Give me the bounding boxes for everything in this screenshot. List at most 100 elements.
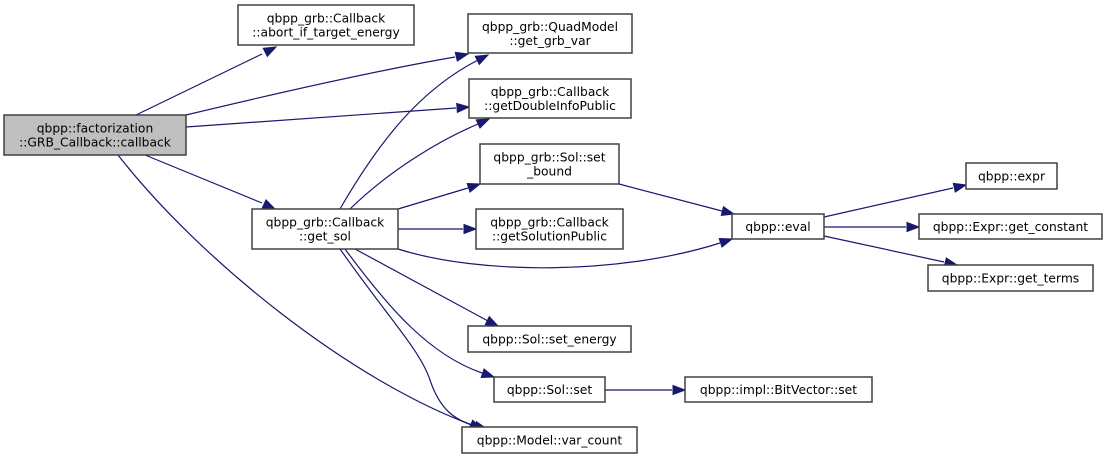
nodes-layer: qbpp::factorization::GRB_Callback::callb… (3, 4, 1103, 454)
arrowhead-icon (952, 182, 968, 193)
arrowhead-icon (261, 199, 277, 210)
node-callback[interactable]: qbpp::factorization::GRB_Callback::callb… (3, 114, 187, 156)
node-box[interactable] (927, 264, 1094, 292)
arrowhead-icon (456, 102, 471, 114)
edge-line (185, 56, 456, 116)
node-label-line: qbpp::factorization (37, 122, 154, 136)
node-sol-set[interactable]: qbpp::Sol::set (493, 376, 606, 403)
arrowhead-icon (480, 368, 496, 379)
node-box[interactable] (3, 114, 187, 156)
node-get-constant[interactable]: qbpp::Expr::get_constant (918, 213, 1103, 240)
node-label-line: qbpp_grb::Callback (491, 85, 610, 99)
node-box[interactable] (467, 13, 633, 54)
node-get-sol[interactable]: qbpp_grb::Callback::get_sol (251, 208, 399, 250)
node-label-line: ::abort_if_target_energy (252, 26, 399, 40)
node-bitvector-set[interactable]: qbpp::impl::BitVector::set (684, 376, 873, 403)
node-label-line: ::getSolutionPublic (492, 230, 607, 244)
node-abort-if-target-energy[interactable]: qbpp_grb::Callback::abort_if_target_ener… (237, 4, 415, 46)
node-set-bound[interactable]: qbpp_grb::Sol::set_bound (479, 143, 620, 185)
node-label-line: qbpp::Sol::set_energy (482, 333, 616, 347)
node-box[interactable] (479, 143, 620, 185)
node-get-grb-var[interactable]: qbpp_grb::QuadModel::get_grb_var (467, 13, 633, 54)
node-label-line: qbpp_grb::Callback (267, 12, 386, 26)
node-eval[interactable]: qbpp::eval (731, 213, 825, 240)
edge-callback-to-getDoubleInfoPublic (185, 102, 471, 128)
edge-eval-to-get_constant (824, 221, 921, 233)
edge-get_sol-to-getSolutionPublic (398, 223, 478, 235)
node-set-energy[interactable]: qbpp::Sol::set_energy (467, 325, 632, 353)
edge-get_sol-to-eval (397, 237, 734, 269)
node-getdoubleinfopublic[interactable]: qbpp_grb::Callback::getDoubleInfoPublic (468, 78, 632, 119)
edge-get_sol-to-set_energy (354, 248, 500, 327)
node-box[interactable] (731, 213, 825, 240)
node-box[interactable] (918, 213, 1103, 240)
edge-callback-to-get_sol (144, 154, 277, 210)
node-label-line: qbpp_grb::Sol::set (493, 151, 605, 165)
edge-line (339, 59, 479, 210)
edge-line (344, 248, 483, 374)
node-box[interactable] (237, 4, 415, 46)
node-box[interactable] (251, 208, 399, 250)
edge-get_sol-to-var_count (339, 248, 489, 432)
node-label-line: ::get_grb_var (509, 34, 591, 48)
edge-callback-to-var_count (117, 154, 484, 430)
edge-line (397, 242, 721, 269)
node-label-line: qbpp::Expr::get_constant (933, 220, 1088, 234)
edge-get_sol-to-get_grb_var (339, 54, 490, 210)
node-label-line: qbpp_grb::Callback (490, 216, 609, 230)
arrowhead-icon (466, 182, 482, 193)
arrowhead-icon (474, 54, 490, 66)
node-box[interactable] (475, 208, 624, 250)
edge-line (823, 235, 945, 263)
node-box[interactable] (467, 325, 632, 353)
node-box[interactable] (461, 426, 638, 454)
arrowhead-icon (454, 51, 470, 62)
arrowhead-icon (718, 237, 734, 248)
edge-callback-to-abort_if_target_energy (135, 46, 278, 116)
edge-get_sol-to-getDoubleInfoPublic (349, 118, 491, 210)
node-box[interactable] (965, 162, 1058, 190)
node-label-line: qbpp_grb::Callback (266, 216, 385, 230)
arrowhead-icon (484, 315, 500, 327)
node-label-line: qbpp::Sol::set (507, 383, 593, 397)
edge-eval-to-expr (823, 182, 968, 218)
node-getsolutionpublic[interactable]: qbpp_grb::Callback::getSolutionPublic (475, 208, 624, 250)
node-label-line: qbpp::eval (745, 220, 810, 234)
node-box[interactable] (684, 376, 873, 403)
edge-line (117, 154, 473, 426)
edge-line (185, 107, 457, 128)
node-label-line: qbpp::Expr::get_terms (942, 272, 1079, 286)
node-label-line: qbpp_grb::QuadModel (482, 20, 618, 34)
node-label-line: ::get_sol (299, 230, 351, 244)
node-var-count[interactable]: qbpp::Model::var_count (461, 426, 638, 454)
edge-set_bound-to-eval (618, 183, 736, 217)
node-label-line: qbpp::expr (978, 170, 1046, 184)
node-label-line: ::getDoubleInfoPublic (484, 99, 616, 113)
edge-line (354, 248, 489, 322)
arrowhead-icon (475, 118, 491, 129)
edge-line (349, 123, 479, 210)
edge-line (339, 248, 476, 427)
node-box[interactable] (493, 376, 606, 403)
edge-get_sol-to-sol_set (344, 248, 496, 379)
node-box[interactable] (468, 78, 632, 119)
arrowhead-icon (720, 205, 736, 217)
edge-sol_set-to-bitvector_set (605, 384, 687, 396)
node-expr[interactable]: qbpp::expr (965, 162, 1058, 190)
edge-line (397, 187, 469, 210)
edge-callback-to-get_grb_var (185, 51, 470, 116)
node-label-line: _bound (526, 165, 572, 179)
node-label-line: qbpp::impl::BitVector::set (700, 383, 857, 397)
arrowhead-icon (906, 221, 921, 233)
edge-line (618, 183, 723, 212)
node-get-terms[interactable]: qbpp::Expr::get_terms (927, 264, 1094, 292)
node-label-line: qbpp::Model::var_count (477, 434, 623, 448)
edges-layer (117, 46, 968, 432)
edge-line (144, 154, 263, 204)
edge-get_sol-to-set_bound (397, 182, 482, 210)
node-label-line: ::GRB_Callback::callback (19, 136, 172, 150)
edge-line (135, 53, 263, 116)
arrowhead-icon (672, 384, 687, 396)
arrowhead-icon (262, 46, 278, 58)
